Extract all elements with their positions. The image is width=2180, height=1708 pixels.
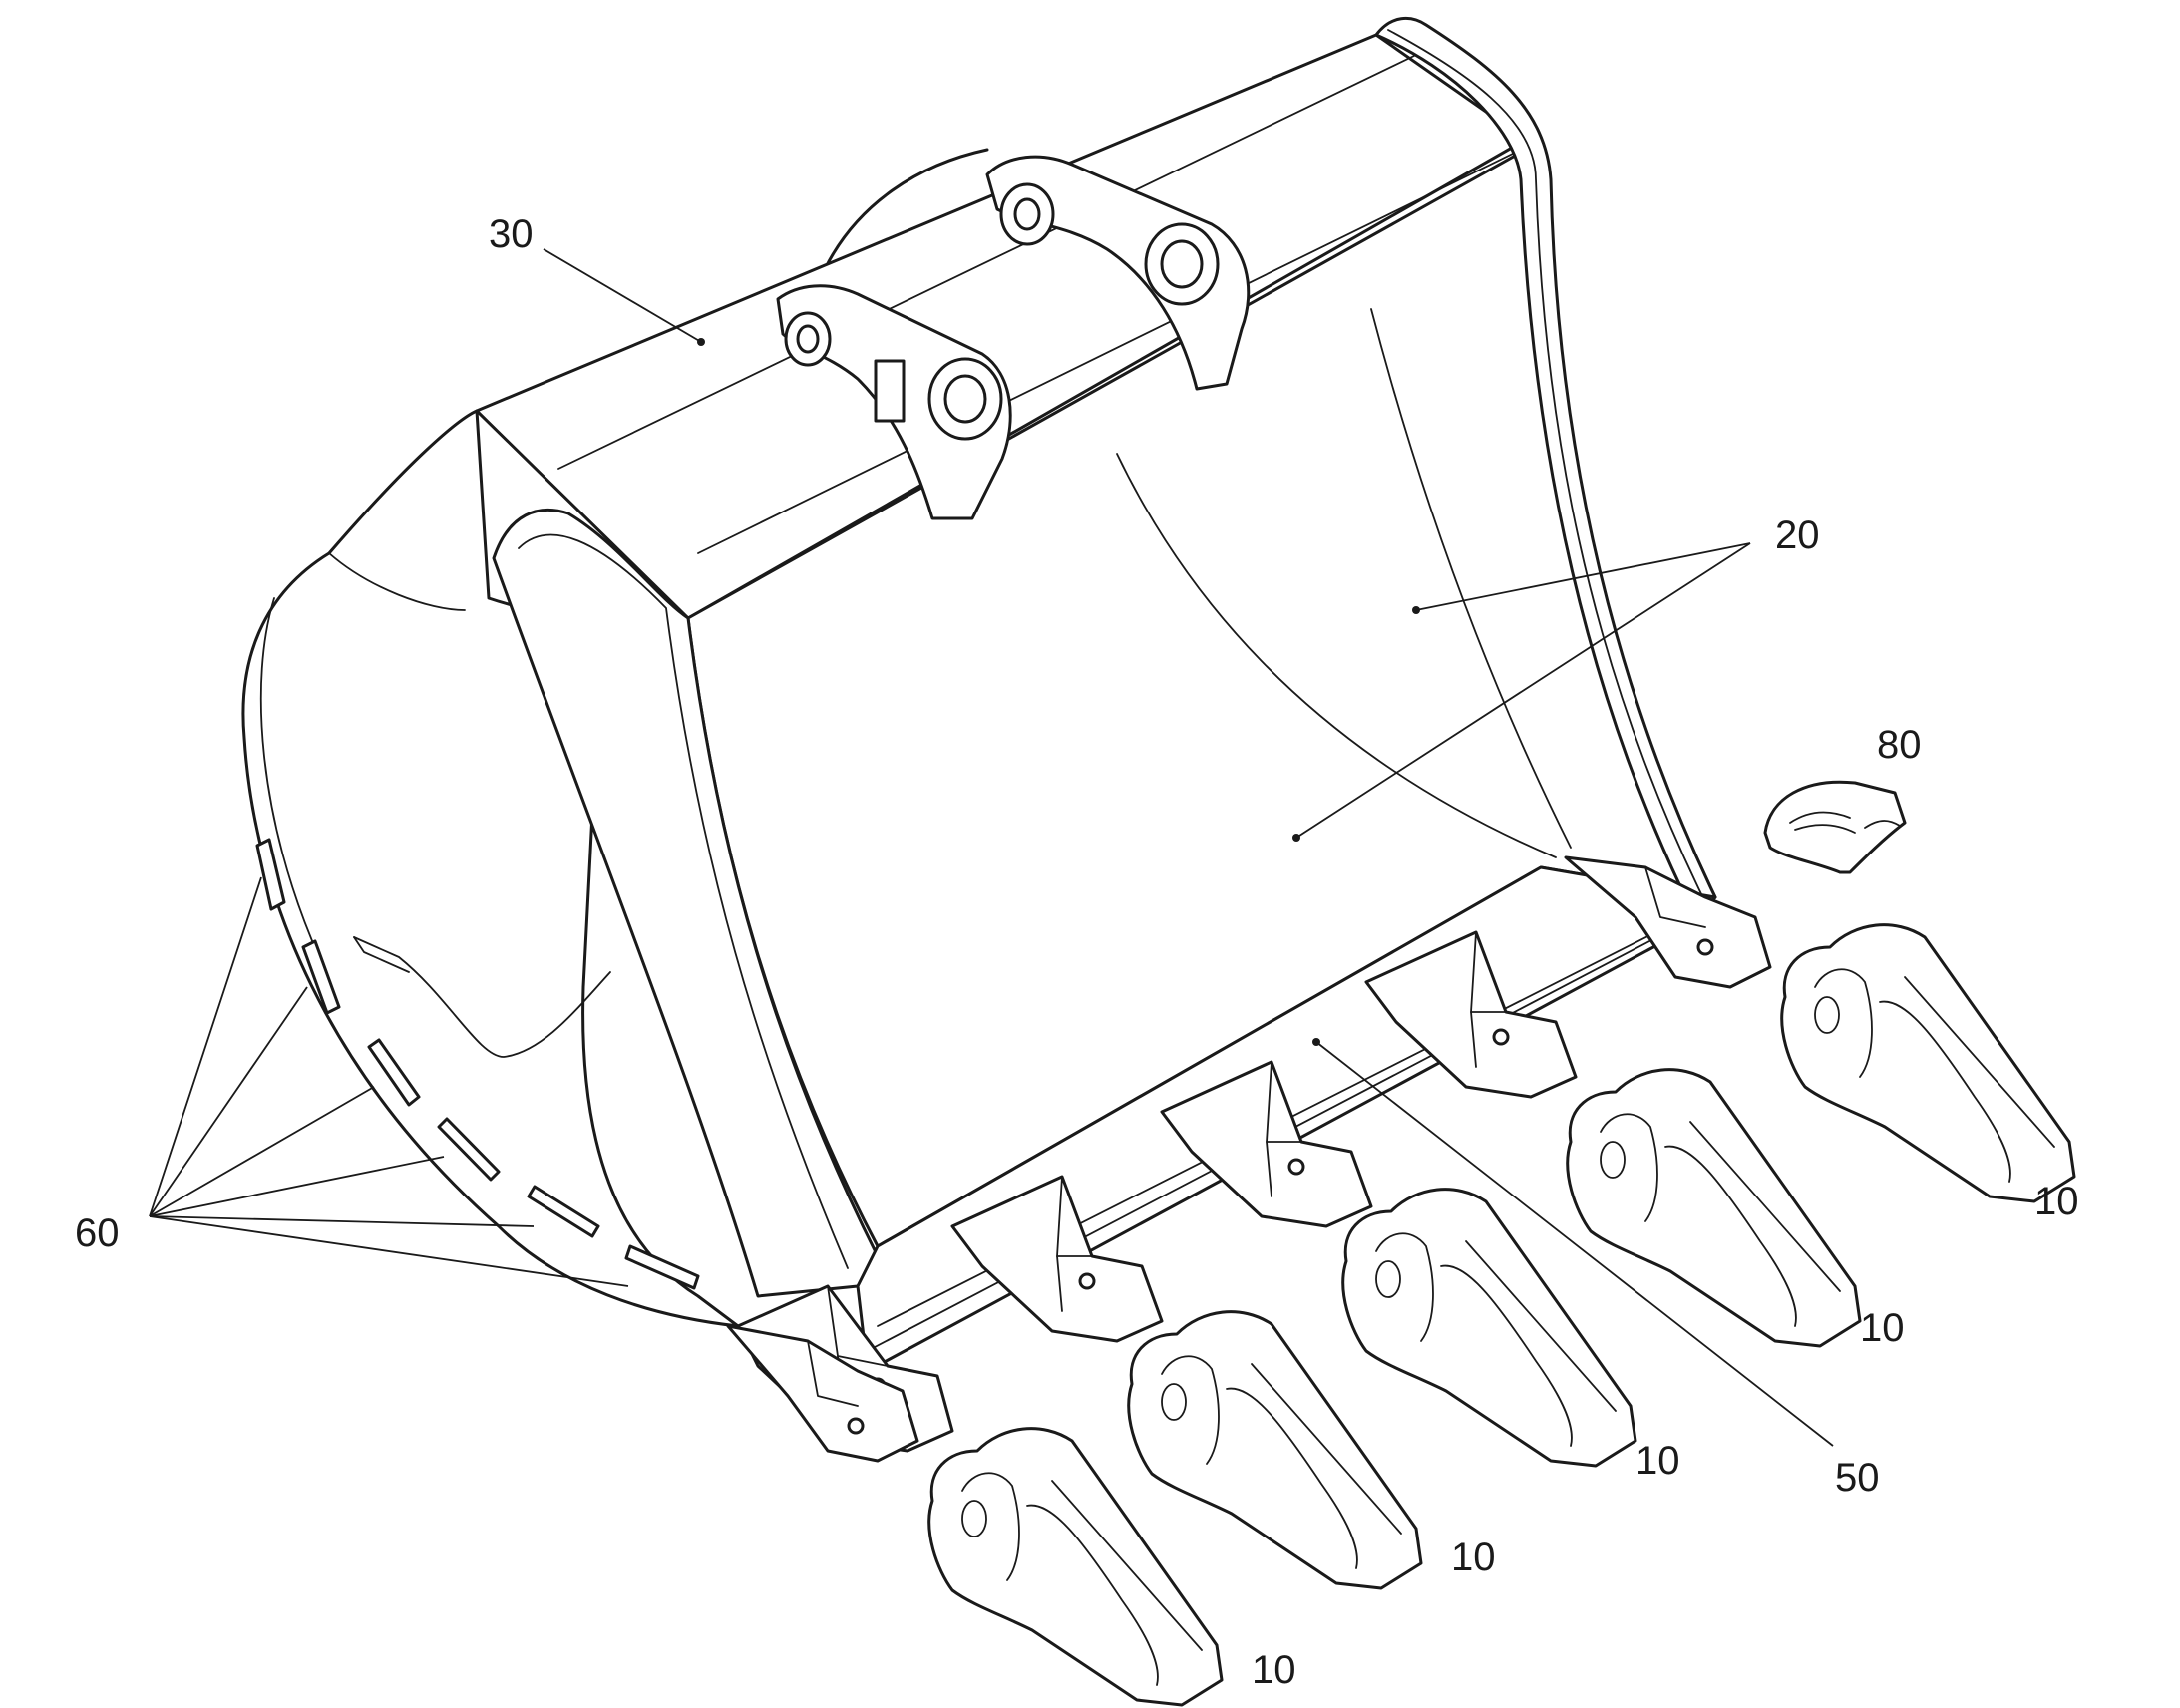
wear-strip xyxy=(301,939,341,1015)
wear-cap xyxy=(1763,780,1907,874)
wear-strip xyxy=(624,1244,700,1290)
teeth xyxy=(927,923,2076,1707)
corner-adapter xyxy=(1564,855,1772,989)
adapter xyxy=(1364,930,1578,1099)
bracket-block xyxy=(874,359,906,423)
right-side-plate xyxy=(1374,16,1717,919)
side-wall xyxy=(241,409,740,1328)
label-60: 60 xyxy=(75,1211,120,1255)
tooth xyxy=(1341,1188,1637,1468)
label-10: 10 xyxy=(2034,1180,2079,1223)
label-80: 80 xyxy=(1877,723,1922,767)
label-10: 10 xyxy=(1451,1536,1496,1579)
label-30: 30 xyxy=(489,212,534,256)
adapter xyxy=(950,1175,1164,1343)
wear-strip xyxy=(437,1117,501,1182)
label-20: 20 xyxy=(1775,513,1820,557)
mounting-brackets xyxy=(776,155,1251,520)
leader-lines xyxy=(149,248,1834,1447)
tooth xyxy=(1566,1068,1862,1348)
adapter xyxy=(1160,1060,1373,1228)
reference-labels: 30 20 80 60 50 10 10 10 10 10 xyxy=(75,212,2079,1692)
wear-strip xyxy=(255,838,286,911)
label-10: 10 xyxy=(1860,1306,1905,1350)
wear-strip xyxy=(367,1038,421,1107)
left-front-plate xyxy=(492,509,880,1298)
label-10: 10 xyxy=(1252,1648,1296,1692)
tooth xyxy=(927,1427,1224,1707)
label-50: 50 xyxy=(1835,1456,1880,1500)
label-10: 10 xyxy=(1635,1439,1680,1483)
wear-strip xyxy=(527,1185,600,1238)
corner-adapter xyxy=(726,1324,919,1463)
adapters xyxy=(726,855,1772,1463)
wear-strips xyxy=(255,838,700,1290)
tooth xyxy=(1780,923,2076,1203)
tooth xyxy=(1127,1310,1423,1590)
